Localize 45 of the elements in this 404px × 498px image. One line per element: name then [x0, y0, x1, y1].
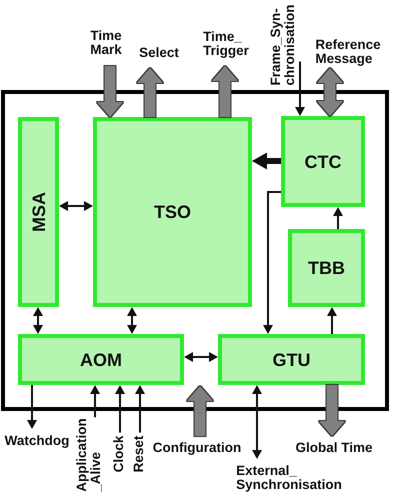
double-arrow — [184, 352, 218, 362]
module-label: MSA — [28, 192, 48, 232]
signal-label: Watchdog — [4, 434, 70, 448]
module-label: TBB — [308, 258, 345, 278]
arrow — [327, 307, 337, 334]
arrow — [333, 207, 343, 229]
block-arrow — [137, 68, 163, 117]
block-arrow — [187, 386, 213, 436]
block-arrow — [97, 66, 123, 117]
double-arrow — [59, 201, 93, 211]
signal-label: External_ Synchronisation — [236, 464, 342, 492]
arrow — [295, 62, 305, 116]
double-block-arrow — [317, 68, 343, 116]
signal-label: Time Mark — [90, 29, 122, 57]
block-arrow — [319, 385, 345, 436]
module-box — [93, 117, 252, 307]
module-label: AOM — [80, 350, 122, 370]
module-box — [18, 334, 184, 385]
module-label: GTU — [272, 350, 310, 370]
signal-label: Frame_Syn- chronisation — [269, 4, 297, 86]
module-label: TSO — [154, 202, 191, 222]
signal-label: Clock — [112, 436, 126, 472]
signal-label: Configuration — [152, 441, 242, 455]
arrow — [27, 385, 37, 429]
signal-label: Reset — [132, 436, 146, 472]
block-arrow — [212, 66, 238, 117]
arrow — [90, 385, 100, 418]
signal-label: Global Time — [295, 441, 373, 455]
signal-label: Reference Message — [315, 38, 381, 66]
signal-label: Application _Alive — [75, 418, 103, 492]
arrow — [135, 385, 145, 433]
module-box — [288, 229, 365, 307]
signal-label: Time_ Trigger — [203, 30, 249, 58]
arrow — [252, 152, 281, 170]
double-arrow — [252, 385, 262, 459]
module-box — [218, 334, 365, 385]
double-arrow — [33, 307, 43, 334]
module-box — [18, 117, 59, 307]
module-label: CTC — [304, 152, 342, 172]
boundary-box — [1, 90, 389, 411]
arrow — [115, 385, 125, 433]
double-arrow — [127, 307, 137, 334]
module-box — [281, 116, 365, 207]
arrow — [263, 191, 281, 334]
signal-label: Select — [139, 46, 179, 60]
